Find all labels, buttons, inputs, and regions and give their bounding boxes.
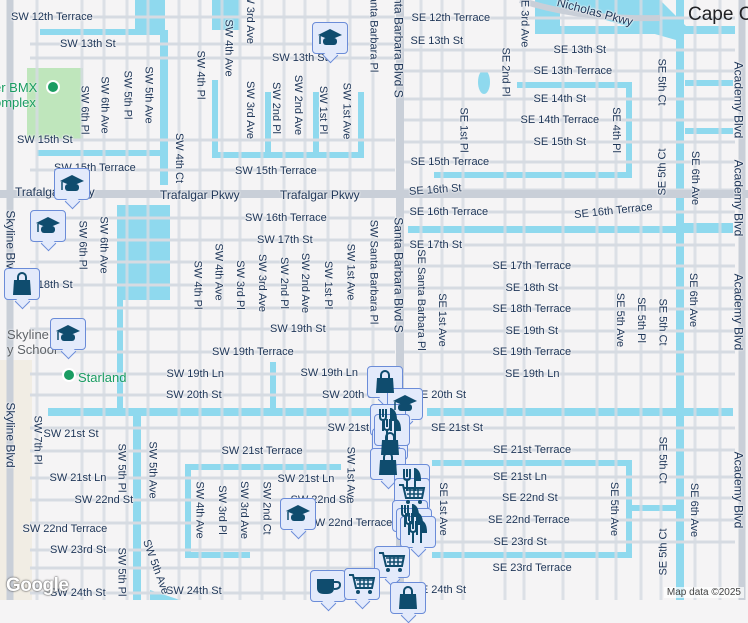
poi-label: Skyline [7, 327, 49, 342]
grocery-marker[interactable] [344, 568, 380, 600]
poi-2[interactable]: Starland [62, 368, 127, 385]
city-label: Cape C [688, 4, 748, 25]
canal [535, 26, 735, 34]
canal [676, 0, 684, 600]
poi-label: y School [7, 342, 57, 357]
poi-label: Starland [78, 370, 127, 385]
canal [160, 30, 168, 185]
shopping-marker[interactable] [367, 366, 403, 398]
coffee-cup-icon [315, 576, 341, 596]
shopping-cart-icon [398, 483, 426, 505]
fork-knife-icon [382, 418, 402, 442]
poi-label: omplex [0, 95, 36, 110]
poi-0[interactable]: er BMXomplex [0, 80, 60, 110]
canal [630, 505, 680, 511]
canal [684, 223, 733, 231]
graduation-cap-icon [55, 324, 81, 344]
canal [270, 362, 276, 410]
grocery-marker[interactable] [374, 546, 410, 578]
nicholas-pkwy-road [519, 0, 661, 22]
poi-label: er BMX [0, 80, 38, 95]
canal [265, 92, 271, 154]
map-canvas[interactable] [0, 0, 748, 600]
canal [626, 82, 632, 178]
graduation-cap-icon [317, 28, 343, 48]
canal [517, 82, 632, 88]
fork-knife-icon [408, 520, 428, 544]
park-pin-icon [46, 80, 60, 94]
shopping-cart-icon [378, 551, 406, 573]
shopping-marker[interactable] [390, 582, 426, 614]
canal [135, 0, 165, 30]
shopping-cart-icon [348, 573, 376, 595]
shopping-bag-icon [378, 452, 398, 476]
tree-pin-icon [62, 368, 76, 382]
school-marker[interactable] [30, 210, 66, 242]
canal [133, 416, 141, 600]
canal [212, 80, 218, 158]
map-attribution[interactable]: Map data ©2025 [663, 587, 744, 598]
graduation-cap-icon [392, 394, 418, 414]
canal [434, 172, 632, 178]
canal [408, 226, 733, 233]
canal [212, 0, 240, 30]
shopping-bag-icon [375, 370, 395, 394]
graduation-cap-icon [59, 174, 85, 194]
school-marker[interactable] [54, 168, 90, 200]
shopping-bag-icon [398, 586, 418, 610]
graduation-cap-icon [35, 216, 61, 236]
school-marker[interactable] [312, 22, 348, 54]
canal [185, 464, 191, 556]
google-logo: Google [6, 575, 69, 596]
graduation-cap-icon [285, 504, 311, 524]
canal [432, 460, 632, 466]
school-marker[interactable] [280, 498, 316, 530]
road-layer [0, 0, 748, 600]
canal [685, 128, 733, 134]
canal [313, 92, 319, 154]
canal [685, 80, 733, 86]
shopping-bag-icon [12, 272, 32, 296]
commercial-area [0, 360, 32, 600]
shopping-marker[interactable] [4, 268, 40, 300]
pond [478, 70, 490, 94]
canal [427, 408, 733, 416]
canal [212, 152, 364, 158]
coffee-marker[interactable] [310, 570, 346, 602]
canal [37, 150, 165, 156]
canal [432, 552, 632, 558]
canal [185, 552, 250, 558]
fork-knife-icon [402, 468, 422, 492]
water-layer [0, 0, 735, 600]
school-marker[interactable] [50, 318, 86, 350]
canal [358, 92, 364, 154]
canal [626, 460, 632, 556]
canal [117, 300, 123, 410]
